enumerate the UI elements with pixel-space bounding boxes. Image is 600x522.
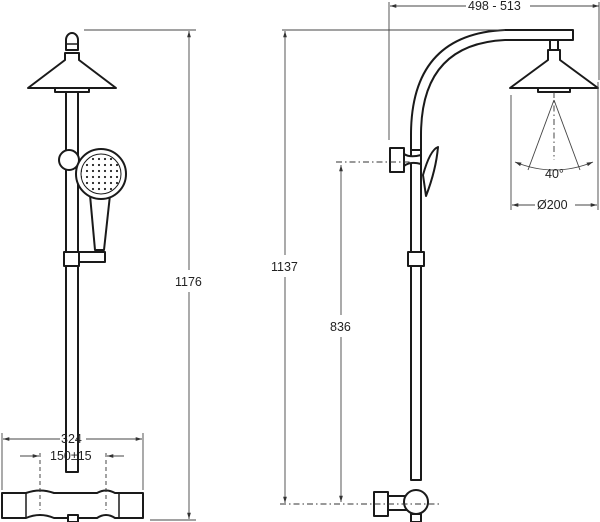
side-head-plate xyxy=(537,87,571,93)
dim-mixer-width: 324 xyxy=(61,432,82,446)
dim-overhead-height: 1137 xyxy=(271,260,298,274)
dim-head-projection: 498 - 513 xyxy=(468,0,521,13)
dim-holder-height: 836 xyxy=(330,320,351,334)
dim-overall-height: 1176 xyxy=(175,275,202,289)
riser-pipe xyxy=(65,91,79,473)
side-slider xyxy=(407,251,425,267)
side-holder-knob xyxy=(389,147,405,173)
hose-connector xyxy=(78,251,106,263)
overhead-shower-connector xyxy=(65,32,79,51)
hand-shower xyxy=(75,148,127,251)
dim-spray-angle: 40° xyxy=(545,167,564,181)
dim-inlet-spacing: 150±15 xyxy=(50,449,92,463)
dim-head-diameter: Ø200 xyxy=(537,198,568,212)
head-swivel xyxy=(549,39,559,51)
side-view: 40° Ø200 498 - 513 1137 xyxy=(271,0,600,522)
slider-bracket xyxy=(63,251,80,267)
side-overhead-shower-head xyxy=(509,49,599,89)
side-riser-pipe xyxy=(410,149,422,481)
side-hand-shower xyxy=(422,146,439,197)
shower-arm xyxy=(410,29,574,151)
overhead-shower-head xyxy=(27,52,117,89)
holder-knob xyxy=(58,149,80,171)
front-view: 1176 324 150±15 xyxy=(1,29,202,522)
side-mixer xyxy=(373,489,429,522)
thermostatic-mixer xyxy=(1,489,144,522)
